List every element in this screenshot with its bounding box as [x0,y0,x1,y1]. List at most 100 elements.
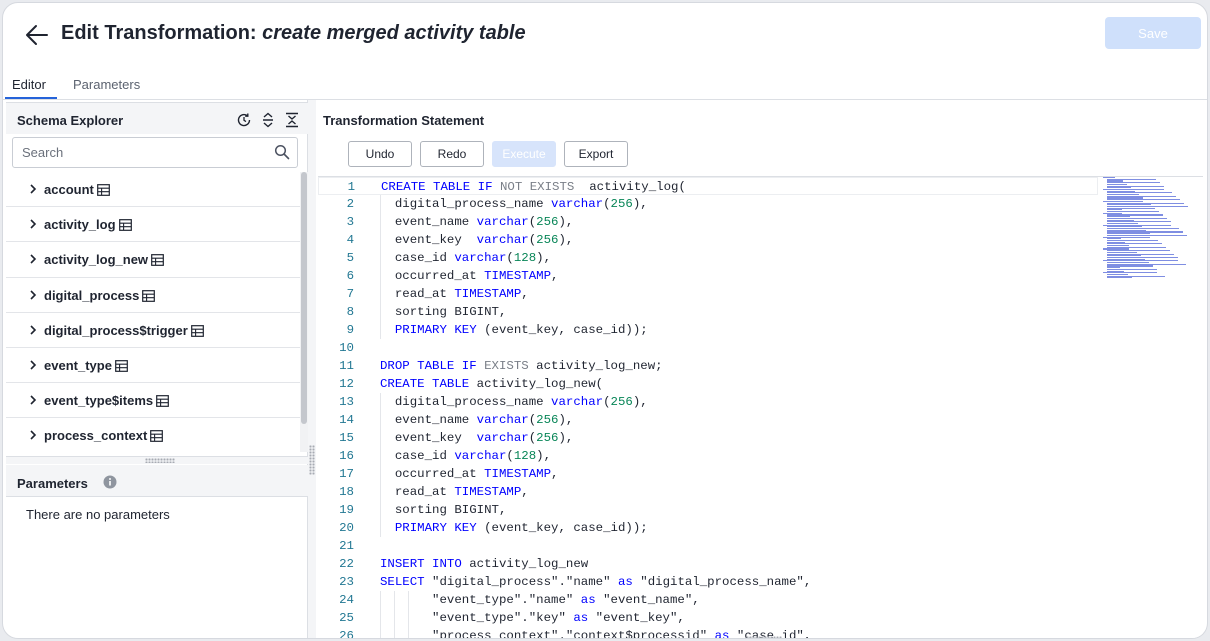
table-icon [190,324,204,337]
minimap-line [1107,217,1167,219]
minimap-line [1107,233,1150,235]
search-input[interactable] [13,138,263,167]
code-line[interactable]: 7 read_at TIMESTAMP, [318,285,1098,303]
line-number: 26 [339,629,354,638]
code-line[interactable]: 2 digital_process_name varchar(256), [318,195,1098,213]
table-icon [156,395,170,408]
indent-guide [408,591,409,638]
info-icon[interactable] [103,475,117,489]
line-number: 11 [339,359,354,373]
line-number: 20 [339,521,354,535]
code-line[interactable]: 20 PRIMARY KEY (event_key, case_id)); [318,519,1098,537]
minimap-line [1107,205,1188,208]
expand-all-icon[interactable] [260,112,276,128]
code-line[interactable]: 8 sorting BIGINT, [318,303,1098,321]
tab-editor[interactable]: Editor [12,77,46,92]
minimap-line [1107,256,1178,259]
minimap-line [1103,200,1143,202]
minimap-line [1107,245,1129,247]
export-button[interactable]: Export [564,141,628,167]
table-item-activity-log[interactable]: activity_log [6,207,300,243]
table-item-event-type[interactable]: event_type [6,348,300,384]
code-text: PRIMARY KEY (event_key, case_id)); [394,521,648,535]
code-line[interactable]: 26 "process_context"."context$processid"… [318,627,1098,638]
table-item-activity-log-new[interactable]: activity_log_new [6,242,300,278]
save-button[interactable]: Save [1105,17,1201,49]
code-line[interactable]: 25 "event_type"."key" as "event_key", [318,609,1098,627]
table-item-event-type-items[interactable]: event_type$items [6,383,300,419]
redo-button[interactable]: Redo [420,141,484,167]
table-icon [151,254,164,267]
chevron-right-icon [30,430,37,440]
code-line[interactable]: 24 "event_type"."name" as "event_name", [318,591,1098,609]
code-text: CREATE TABLE activity_log_new( [380,377,604,391]
code-line[interactable]: 17 occurred_at TIMESTAMP, [318,465,1098,483]
table-item-account[interactable]: account [6,172,300,208]
code-line[interactable]: 16 case_id varchar(128), [318,447,1098,465]
code-line[interactable]: 5 case_id varchar(128), [318,249,1098,267]
table-item-process-context[interactable]: process_context [6,418,300,452]
undo-button[interactable]: Undo [348,141,412,167]
code-text: "process_context"."context$processid" as… [380,629,812,638]
minimap-line [1107,180,1123,182]
transformation-statement-title: Transformation Statement [323,113,485,128]
panel-resize-handle[interactable] [6,456,308,464]
tab-bar: Editor Parameters [3,67,1207,100]
minimap-line [1107,258,1145,260]
back-arrow-icon[interactable] [23,21,51,49]
code-line[interactable]: 3 event_name varchar(256), [318,213,1098,231]
code-line[interactable]: 15 event_key varchar(256), [318,429,1098,447]
code-line[interactable]: 19 sorting BIGINT, [318,501,1098,519]
table-list-scrollbar[interactable] [300,172,308,452]
indent-guide [380,393,381,537]
code-line[interactable]: 18 read_at TIMESTAMP, [318,483,1098,501]
table-item-digital-process-trigger[interactable]: digital_process$trigger [6,313,300,348]
vertical-resize-handle[interactable] [308,100,316,638]
table-item-digital-process[interactable]: digital_process [6,278,300,313]
line-number: 16 [339,449,354,463]
code-line[interactable]: 4 event_key varchar(256), [318,231,1098,249]
page-header: Edit Transformation: create merged activ… [3,3,1207,67]
code-line[interactable]: 9 PRIMARY KEY (event_key, case_id)); [318,321,1098,339]
indent-guide [380,591,381,638]
minimap-line [1103,260,1178,262]
minimap-line [1107,221,1171,223]
chevron-right-icon [30,254,37,264]
scrollbar-thumb[interactable] [301,172,307,424]
minimap-line [1107,214,1163,216]
minimap-line [1107,219,1134,221]
line-number: 23 [339,575,354,589]
search-icon[interactable] [274,144,290,160]
code-text: read_at TIMESTAMP, [380,287,529,301]
minimap-line [1107,187,1131,189]
code-minimap[interactable] [1103,177,1203,287]
minimap-line [1107,222,1138,225]
code-line[interactable]: 6 occurred_at TIMESTAMP, [318,267,1098,285]
line-number: 5 [346,251,354,265]
minimap-line [1107,231,1183,233]
code-line[interactable]: 14 event_name varchar(256), [318,411,1098,429]
code-text: occurred_at TIMESTAMP, [380,269,559,283]
refresh-icon[interactable] [236,112,252,128]
minimap-line [1107,267,1120,269]
code-text: digital_process_name varchar(256), [380,395,648,409]
minimap-line [1107,216,1130,218]
line-number: 13 [339,395,354,409]
code-line[interactable]: 10 [318,339,1098,357]
code-line[interactable]: 13 digital_process_name varchar(256), [318,393,1098,411]
tab-parameters[interactable]: Parameters [73,77,141,92]
line-number: 18 [339,485,354,499]
code-text: event_name varchar(256), [380,215,574,229]
execute-button[interactable]: Execute [492,141,556,167]
minimap-line [1107,204,1151,206]
minimap-line [1107,251,1137,253]
code-line[interactable]: 21 [318,537,1098,555]
collapse-all-icon[interactable] [284,112,300,128]
minimap-line [1103,272,1157,274]
